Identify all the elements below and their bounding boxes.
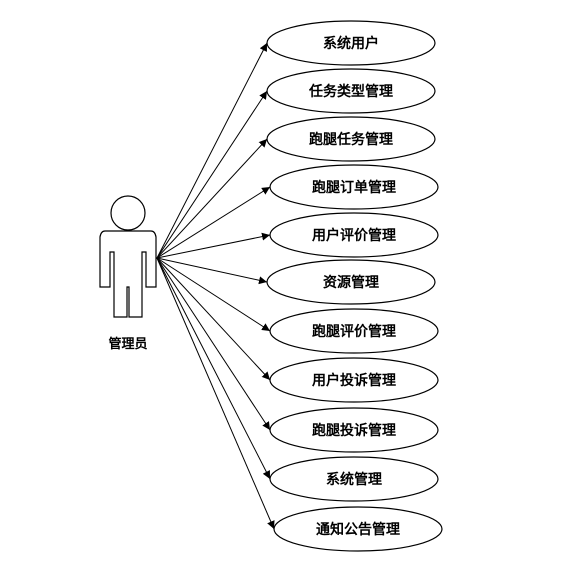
use-case-ellipse [266,68,436,114]
use-case-label: 跑腿投诉管理 [312,422,396,439]
association-arrow [156,257,268,285]
use-case: 跑腿评价管理 [269,308,439,354]
use-case-label: 任务类型管理 [308,83,393,100]
association-arrow [156,42,268,259]
actor-head [110,195,146,231]
use-case-label: 跑腿订单管理 [312,179,396,196]
use-case: 跑腿任务管理 [266,116,436,162]
use-case: 系统用户 [266,20,436,66]
association-arrow [156,90,268,259]
association-arrow [156,257,275,530]
use-case-ellipse [269,308,439,354]
use-case: 跑腿订单管理 [269,164,439,210]
use-case-label: 跑腿任务管理 [309,131,393,148]
use-case-label: 通知公告管理 [316,521,400,538]
use-case: 系统管理 [269,456,439,502]
use-cases: 系统用户任务类型管理跑腿任务管理跑腿订单管理用户评价管理资源管理跑腿评价管理用户… [266,20,443,552]
association-arrow [156,257,271,480]
use-case-label: 系统管理 [326,471,382,488]
association-arrow [156,186,271,259]
actor-body [99,230,157,318]
association-arrow [156,232,271,259]
use-case: 用户投诉管理 [269,357,439,403]
use-case: 通知公告管理 [273,506,443,552]
actor-figure [99,195,157,318]
association-arrow [156,257,271,431]
use-case: 跑腿投诉管理 [269,407,439,453]
use-case-ellipse [269,456,439,502]
actor-label: 管理员 [108,336,147,352]
use-case-ellipse [266,20,436,66]
use-case-label: 跑腿评价管理 [312,323,396,340]
association-lines [156,42,275,530]
association-arrow [156,138,268,259]
association-arrow [156,257,271,332]
use-case-ellipse [269,407,439,453]
use-case: 资源管理 [266,259,436,305]
use-case-ellipse [266,116,436,162]
association-arrow [156,257,271,381]
use-case: 任务类型管理 [266,68,436,114]
use-case-ellipse [269,212,439,258]
use-case-ellipse [266,259,436,305]
use-case-ellipse [273,506,443,552]
use-case-ellipse [269,164,439,210]
use-case-label: 用户投诉管理 [312,372,396,389]
use-case-ellipse [269,357,439,403]
use-case-label: 用户评价管理 [312,227,396,244]
use-case-label: 资源管理 [323,274,379,291]
use-case: 用户评价管理 [269,212,439,258]
use-case-label: 系统用户 [323,35,379,52]
